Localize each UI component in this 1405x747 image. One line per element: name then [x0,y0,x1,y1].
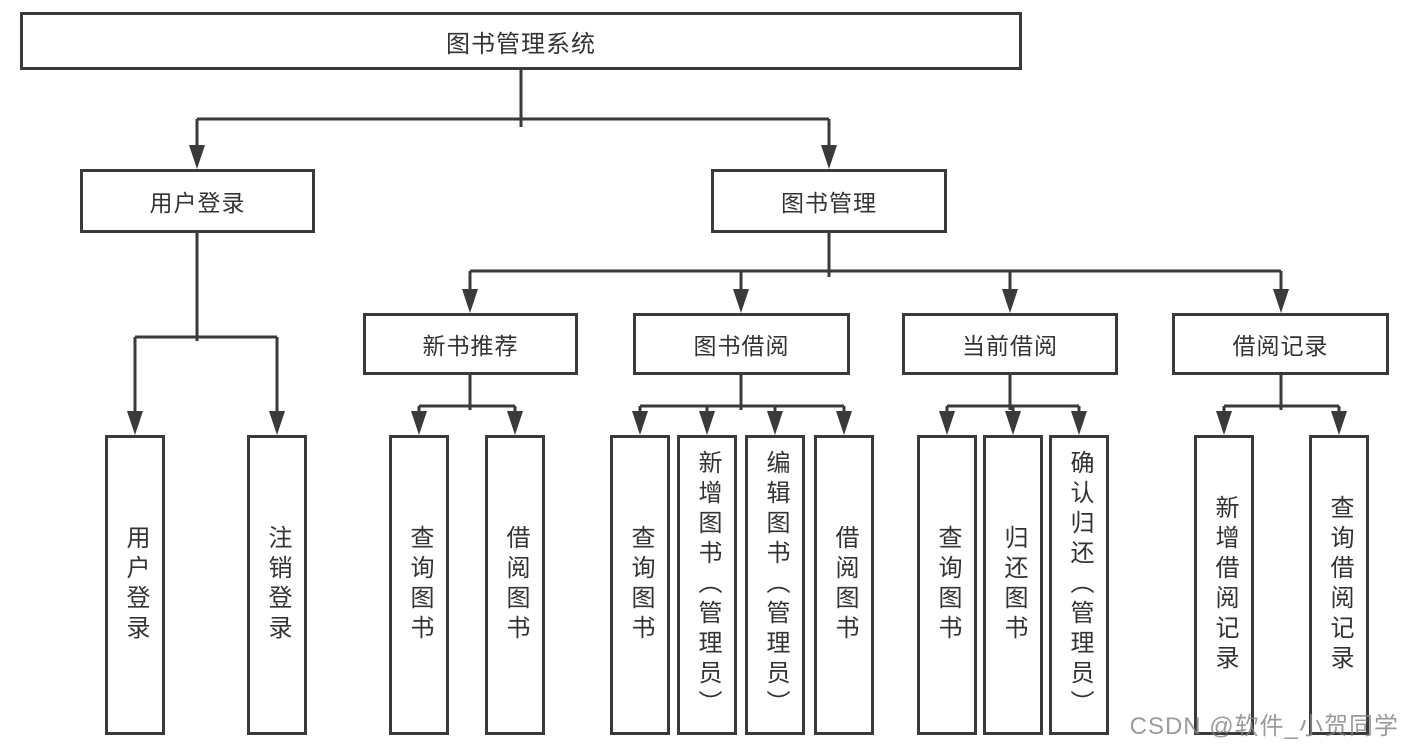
arrowhead-bb-query [632,411,648,435]
arrowhead-cb-confirm [1071,411,1087,435]
arrowhead-user-login [189,145,205,169]
leaf-label: 用户登录 [122,525,149,645]
leaf-label: 归还图书 [1000,525,1027,645]
node-current-borrow: 当前借阅 [902,313,1118,375]
leaf-bb-borrow-books: 借阅图书 [814,435,874,735]
leaf-label: 借阅图书 [502,525,529,645]
node-book-management: 图书管理 [711,169,947,233]
leaf-label: 注销登录 [264,525,291,645]
leaf-nb-borrow-books: 借阅图书 [485,435,545,735]
leaf-bb-query-books: 查询图书 [610,435,670,735]
connector-current-borrow-group [945,375,1081,412]
arrowhead-current-borrow [1002,289,1018,313]
leaf-bb-add-books-admin: 新增图书（管理员） [677,435,737,735]
leaf-br-add-record: 新增借阅记录 [1194,435,1254,735]
leaf-user-login: 用户登录 [105,435,165,735]
leaf-br-query-record: 查询借阅记录 [1309,435,1369,735]
arrowhead-cb-return [1005,411,1021,435]
arrowhead-br-add [1216,411,1232,435]
csdn-watermark: CSDN @软件_小贺同学 [1129,713,1399,740]
leaf-cb-query-books: 查询图书 [917,435,977,735]
leaf-cb-confirm-return-admin: 确认归还（管理员） [1049,435,1109,735]
arrowhead-book-management [821,145,837,169]
connector-borrow-records-group [1222,375,1341,412]
arrowhead-cb-query [939,411,955,435]
arrowhead-bb-add [699,411,715,435]
leaf-label: 查询图书 [934,525,961,645]
leaf-label: 确认归还（管理员） [1066,450,1093,720]
arrowhead-leaf-login [127,411,143,435]
node-new-book-recommend: 新书推荐 [363,313,578,375]
connector-book-borrow-group [638,375,846,412]
leaf-logout: 注销登录 [247,435,307,735]
node-root: 图书管理系统 [20,12,1022,70]
node-root-label: 图书管理系统 [446,30,596,58]
node-label: 图书管理 [781,190,877,216]
node-label: 图书借阅 [693,333,790,359]
connector-root-to-level2 [195,70,831,146]
connector-new-book-group [417,375,517,412]
leaf-label: 查询图书 [406,525,433,645]
node-label: 当前借阅 [962,333,1058,359]
arrowhead-br-query [1331,411,1347,435]
leaf-nb-query-books: 查询图书 [389,435,449,735]
node-book-borrow: 图书借阅 [633,313,850,375]
node-label: 用户登录 [149,190,246,216]
arrowhead-borrow-records [1273,289,1289,313]
leaf-label: 新增图书（管理员） [694,450,721,720]
leaf-cb-return-books: 归还图书 [983,435,1043,735]
arrowhead-nb-borrow [507,411,523,435]
arrowhead-leaf-logout [269,411,285,435]
leaf-label: 借阅图书 [831,525,858,645]
leaf-label: 新增借阅记录 [1211,495,1238,675]
arrowhead-nb-query [411,411,427,435]
arrowhead-bb-borrow [836,411,852,435]
arrowhead-book-borrow [733,289,749,313]
node-label: 新书推荐 [422,333,519,359]
leaf-label: 查询借阅记录 [1326,495,1353,675]
leaf-bb-edit-books-admin: 编辑图书（管理员） [745,435,805,735]
connector-user-login-branch [133,233,279,412]
node-user-login-branch: 用户登录 [80,169,315,233]
leaf-label: 编辑图书（管理员） [762,450,789,720]
node-borrow-records: 借阅记录 [1172,313,1389,375]
node-label: 借阅记录 [1232,333,1329,359]
arrowhead-bb-edit [767,411,783,435]
connector-book-management-branch [468,233,1283,290]
arrowhead-new-book [462,289,478,313]
leaf-label: 查询图书 [627,525,654,645]
